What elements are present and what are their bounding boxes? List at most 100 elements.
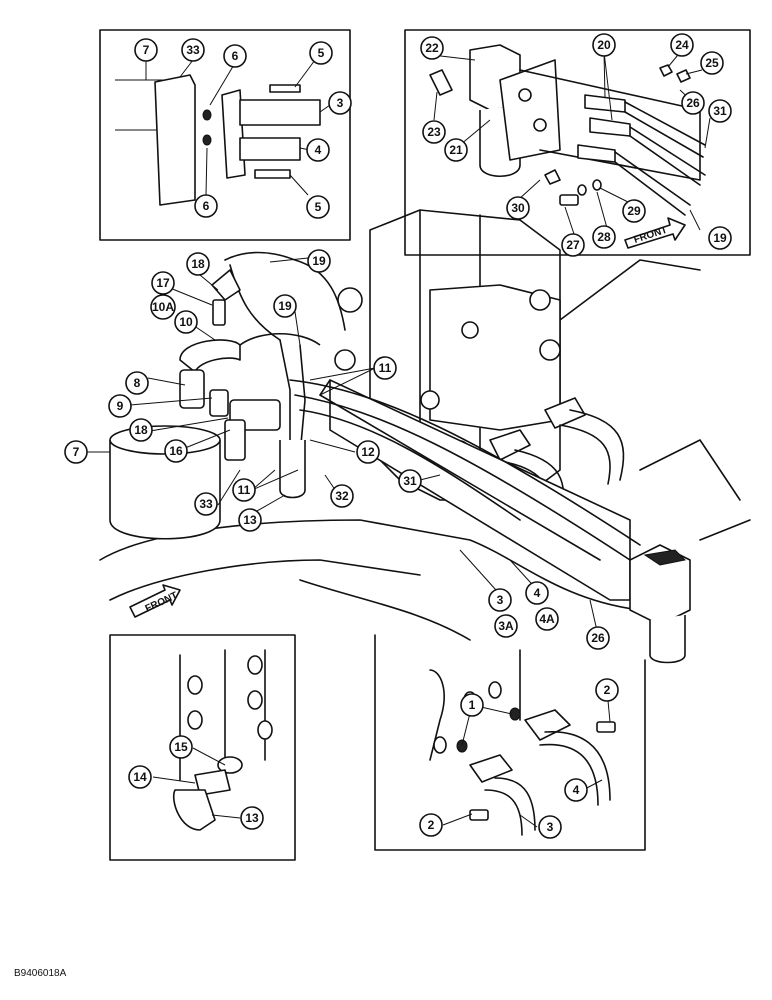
callout-label: 20	[597, 38, 611, 52]
callout-circle	[708, 99, 732, 123]
callout-label: 21	[449, 143, 463, 157]
callout-circle	[592, 225, 616, 249]
callout-label: 25	[705, 56, 719, 70]
callout-6: 6	[194, 194, 218, 218]
callout-7: 7	[134, 38, 158, 62]
callout-label: 3	[337, 96, 344, 110]
callout-circle	[186, 252, 210, 276]
detail-box-bottom-right	[374, 634, 646, 851]
callout-label: 13	[245, 811, 259, 825]
callout-label: 26	[686, 96, 700, 110]
callout-2: 2	[419, 813, 443, 837]
callout-circle	[422, 120, 446, 144]
callout-33: 33	[181, 38, 205, 62]
callout-circle	[356, 440, 380, 464]
callout-circle	[164, 439, 188, 463]
callout-26: 26	[586, 626, 610, 650]
callout-label: 8	[134, 376, 141, 390]
callout-10: 10	[174, 310, 198, 334]
callout-30: 30	[506, 196, 530, 220]
callout-circle	[128, 765, 152, 789]
callout-label: 1	[469, 698, 476, 712]
callout-circle	[134, 38, 158, 62]
callout-18: 18	[186, 252, 210, 276]
callout-32: 32	[330, 484, 354, 508]
callout-circle	[592, 33, 616, 57]
callout-circle	[564, 778, 588, 802]
callout-label: 18	[134, 423, 148, 437]
callout-10A: 10A	[150, 294, 176, 320]
callout-4: 4	[525, 581, 549, 605]
callout-circle	[328, 91, 352, 115]
callout-circle	[700, 51, 724, 75]
callout-label: 33	[186, 43, 200, 57]
callout-circle	[194, 194, 218, 218]
callout-3: 3	[488, 588, 512, 612]
callout-label: 10	[179, 315, 193, 329]
callout-label: 2	[428, 818, 435, 832]
callout-16: 16	[164, 439, 188, 463]
callout-label: 10A	[152, 300, 174, 314]
callout-3: 3	[538, 815, 562, 839]
callout-11: 11	[373, 356, 397, 380]
callout-label: 19	[312, 254, 326, 268]
callout-31: 31	[398, 469, 422, 493]
callout-label: 4	[534, 586, 541, 600]
callout-1: 1	[460, 693, 484, 717]
callout-label: 19	[278, 299, 292, 313]
callout-label: 30	[511, 201, 525, 215]
callout-label: 11	[238, 483, 251, 497]
callout-circle	[670, 33, 694, 57]
callout-13: 13	[238, 508, 262, 532]
callout-19: 19	[273, 294, 297, 318]
callout-23: 23	[422, 120, 446, 144]
callout-33: 33	[194, 492, 218, 516]
callout-circle	[622, 199, 646, 223]
callout-circle	[151, 271, 175, 295]
callout-circle	[232, 478, 256, 502]
callout-8: 8	[125, 371, 149, 395]
callout-label: 3	[497, 593, 504, 607]
callout-13: 13	[240, 806, 264, 830]
callout-circle	[398, 469, 422, 493]
callout-circle	[174, 310, 198, 334]
figure-code: B9406018A	[14, 968, 67, 979]
callout-2: 2	[595, 678, 619, 702]
callout-17: 17	[151, 271, 175, 295]
callout-21: 21	[444, 138, 468, 162]
callout-label: 5	[315, 200, 322, 214]
callout-3A: 3A	[494, 614, 518, 638]
callout-24: 24	[670, 33, 694, 57]
callout-circle	[273, 294, 297, 318]
callout-circle	[561, 233, 585, 257]
callout-label: 3	[547, 820, 554, 834]
callout-label: 12	[361, 445, 375, 459]
callout-label: 5	[318, 46, 325, 60]
callout-circle	[223, 44, 247, 68]
callout-circle	[129, 418, 153, 442]
callout-label: 28	[597, 230, 611, 244]
front-label-detail: FRONT	[633, 225, 669, 246]
callout-12: 12	[356, 440, 380, 464]
callout-7: 7	[64, 440, 88, 464]
callout-20: 20	[592, 33, 616, 57]
callout-circle	[506, 196, 530, 220]
callout-circle	[419, 813, 443, 837]
callout-label: 4A	[539, 612, 555, 626]
callout-circle	[307, 249, 331, 273]
callout-circle	[420, 36, 444, 60]
callout-circle	[306, 195, 330, 219]
callout-27: 27	[561, 233, 585, 257]
callout-14: 14	[128, 765, 152, 789]
callout-31: 31	[708, 99, 732, 123]
callout-circle	[525, 581, 549, 605]
leader-lines	[86, 49, 711, 828]
callout-circle	[708, 226, 732, 250]
callout-label: 15	[174, 740, 188, 754]
callout-circle	[373, 356, 397, 380]
callout-label: 31	[713, 104, 727, 118]
callout-19: 19	[307, 249, 331, 273]
callout-label: 6	[232, 49, 239, 63]
